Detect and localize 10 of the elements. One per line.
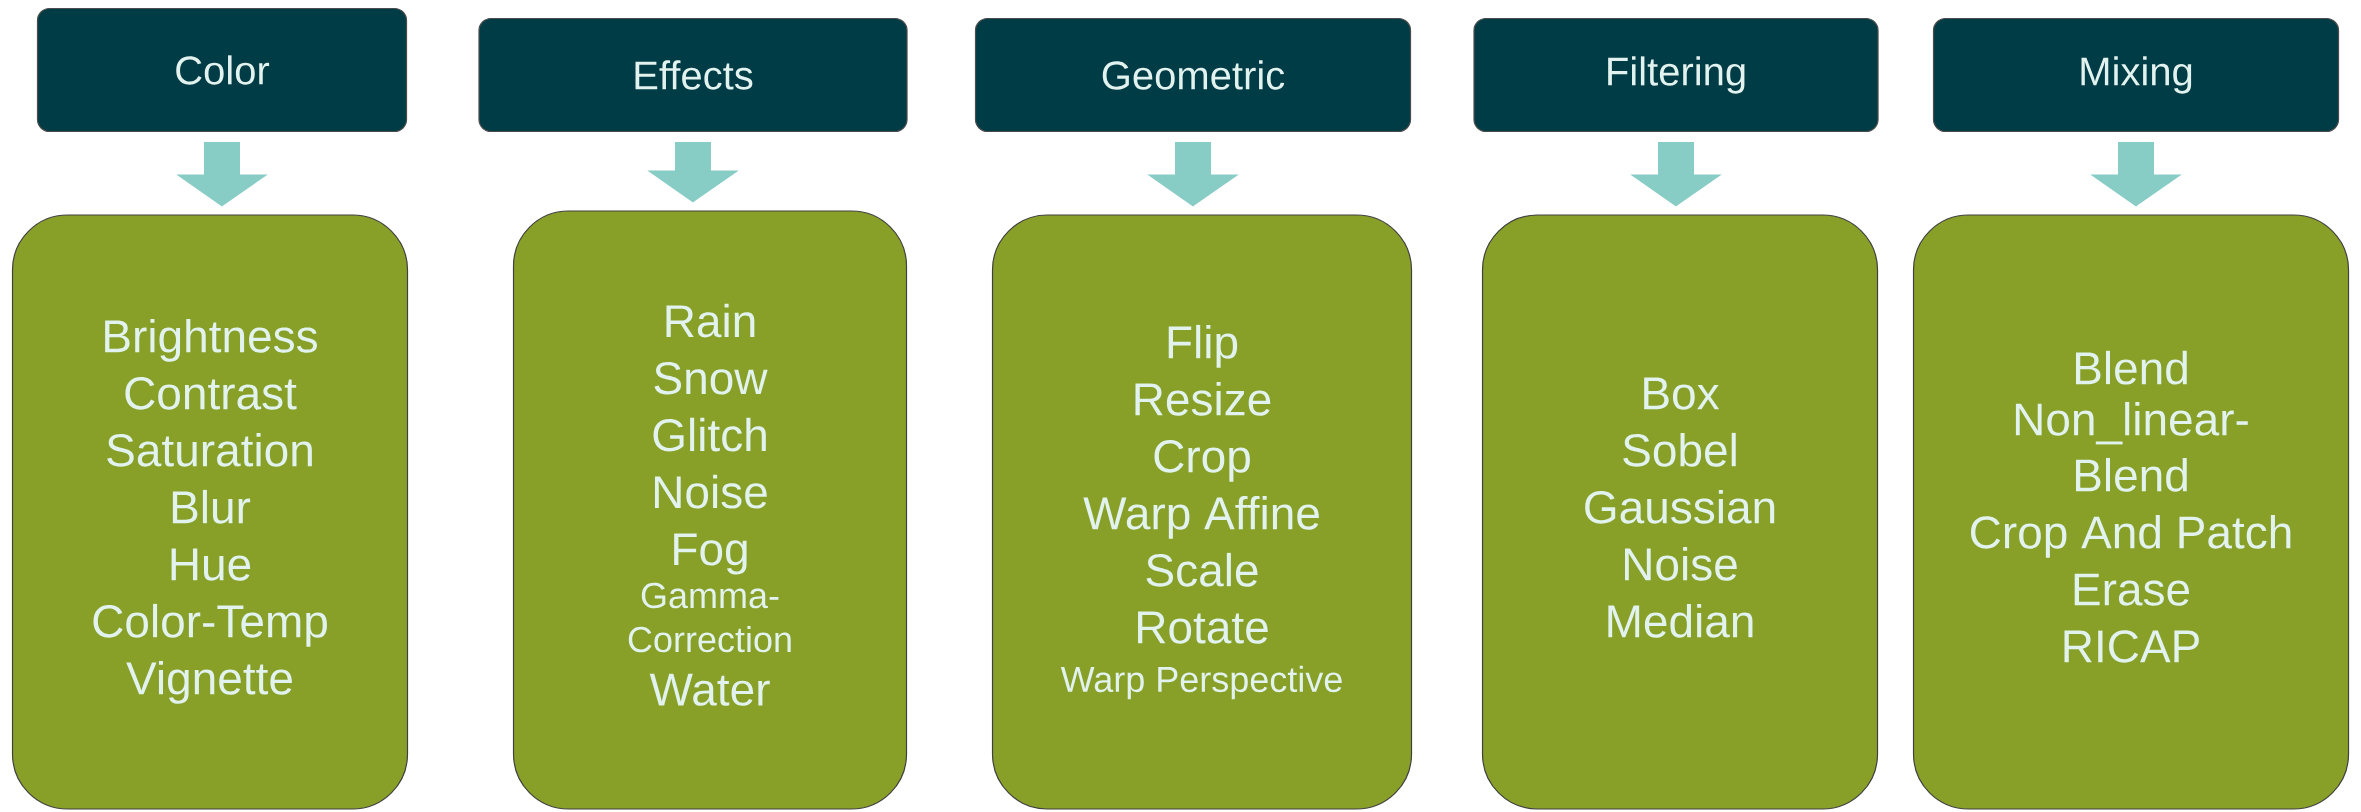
item-list-box: Rain Snow Glitch Noise Fog Gamma-Correction Water [512, 210, 908, 810]
item-list-box: Box Sobel Gaussian Noise Median [1481, 214, 1879, 810]
item-list-box: Brightness Contrast Saturation Blur Hue Color-Temp Vignette [11, 214, 409, 810]
category-header: Geometric [974, 17, 1412, 133]
category-header: Color [36, 7, 408, 133]
item-list-box: Blend Non_linear-Blend Crop And Patch Erase RICAP [1912, 214, 2350, 810]
category-header: Filtering [1473, 17, 1879, 133]
category-header: Mixing [1932, 17, 2340, 133]
category-header: Effects [478, 17, 908, 133]
item-list-box: Flip Resize Crop Warp Affine Scale Rotate Warp Perspective [991, 214, 1413, 810]
